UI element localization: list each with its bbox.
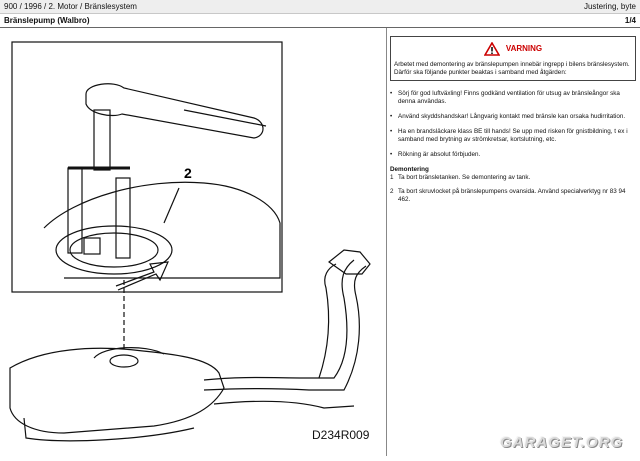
- pump-opening: [109, 354, 139, 368]
- procedure-title: Demontering: [390, 166, 429, 173]
- technical-drawing: 2: [9, 41, 371, 442]
- list-item-text: Sörj för god luftväxling! Finns godkänd …: [398, 90, 620, 105]
- document-title-bar: Bränslepump (Walbro) 1/4: [0, 14, 640, 28]
- direction-arrow: [115, 261, 169, 291]
- list-item-text: Använd skyddshandskar! Långvarig kontakt…: [398, 113, 626, 120]
- page-counter: 1/4: [624, 16, 636, 25]
- filler-pipe: [203, 259, 355, 381]
- warning-header: VARNING: [394, 40, 632, 58]
- instructions-panel: VARNING Arbetet med demontering av bräns…: [390, 36, 636, 210]
- list-item: •Använd skyddshandskar! Långvarig kontak…: [390, 113, 626, 120]
- procedure-step: 2 Ta bort skruvlocket på bränslepumpens …: [390, 188, 636, 204]
- fuel-tank-outline: [9, 347, 225, 434]
- special-tool-leg: [67, 167, 83, 254]
- fuel-pump-illustration: 2: [4, 28, 384, 456]
- step-text: Ta bort skruvlocket på bränslepumpens ov…: [398, 188, 626, 203]
- panel-divider: [386, 28, 387, 456]
- detail-inset-frame: [11, 41, 283, 293]
- filler-cap: [328, 249, 371, 275]
- breadcrumb-bar: 900 / 1996 / 2. Motor / Bränslesystem Ju…: [0, 0, 640, 14]
- callout-number: 2: [184, 165, 192, 181]
- list-item-text: Rökning är absolut förbjuden.: [398, 151, 481, 158]
- step-text: Ta bort bränsletanken. Se demontering av…: [398, 174, 531, 181]
- step-number: 2: [390, 188, 394, 195]
- warning-title: VARNING: [505, 44, 543, 53]
- warning-box: VARNING Arbetet med demontering av bräns…: [390, 36, 636, 81]
- step-number: 1: [390, 174, 394, 181]
- list-item-text: Ha en brandsläckare klass BE till hands!…: [398, 128, 628, 143]
- list-item: •Ha en brandsläckare klass BE till hands…: [390, 128, 628, 143]
- warning-text: Arbetet med demontering av bränslepumpen…: [394, 61, 630, 76]
- ratchet-wrench: [85, 83, 264, 139]
- pump-body: [83, 237, 101, 255]
- breadcrumb[interactable]: 900 / 1996 / 2. Motor / Bränslesystem: [4, 2, 137, 11]
- watermark: GARAGET.ORG: [500, 434, 624, 451]
- tool-shaft: [93, 109, 111, 171]
- figure-id: D234R009: [312, 428, 370, 442]
- warning-triangle-icon: [483, 42, 500, 56]
- page-title: Bränslepump (Walbro): [4, 16, 90, 25]
- list-item: •Sörj för god luftväxling! Finns godkänd…: [390, 90, 620, 105]
- list-item: •Rökning är absolut förbjuden.: [390, 151, 481, 158]
- procedure-step: 1 Ta bort bränsletanken. Se demontering …: [390, 174, 636, 182]
- pump-mount-ring: [55, 225, 173, 275]
- callout-leader: [163, 187, 180, 224]
- safety-list: •Sörj för god luftväxling! Finns godkänd…: [390, 90, 636, 159]
- operation-label: Justering, byte: [583, 2, 636, 11]
